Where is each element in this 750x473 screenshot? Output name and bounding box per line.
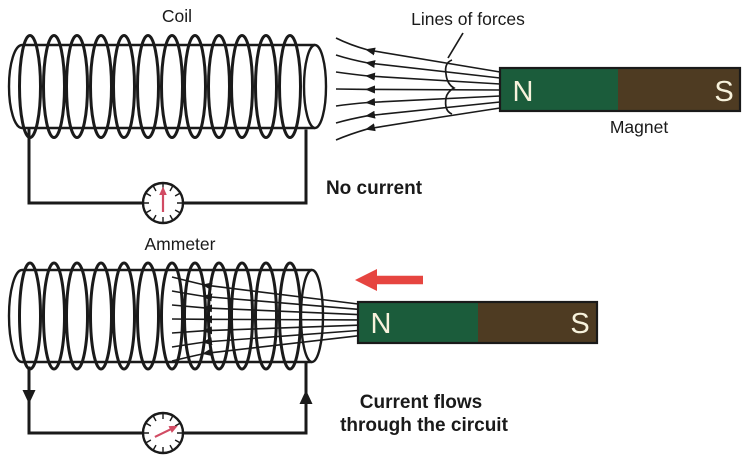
field-line bbox=[335, 101, 501, 124]
ammeter-gauge-icon bbox=[141, 181, 185, 225]
field-line bbox=[171, 276, 359, 305]
coil-turn bbox=[42, 34, 66, 139]
field-line bbox=[335, 37, 501, 73]
field-line bbox=[335, 95, 501, 107]
field-line bbox=[335, 54, 501, 79]
coil-turn bbox=[183, 34, 207, 139]
coil-turn bbox=[278, 261, 302, 371]
north-pole-label: N bbox=[513, 76, 534, 108]
bottom-panel: N S Current flows through the circuit bbox=[7, 261, 599, 455]
no-current-label: No current bbox=[326, 178, 423, 199]
magnet-outline bbox=[356, 300, 599, 345]
field-line bbox=[171, 304, 359, 316]
field-line bbox=[335, 85, 501, 94]
circuit-wire-right bbox=[181, 129, 308, 205]
magnet-motion-arrow-icon bbox=[355, 269, 423, 291]
south-pole bbox=[478, 302, 597, 343]
coil-turn bbox=[136, 34, 160, 139]
field-line bbox=[335, 107, 501, 141]
bottom-field-lines bbox=[171, 276, 359, 362]
field-line bbox=[335, 71, 501, 85]
north-pole bbox=[358, 302, 478, 343]
south-pole-label: S bbox=[570, 308, 589, 340]
coil-turn bbox=[183, 261, 207, 371]
top-field-lines bbox=[335, 32, 501, 141]
field-line bbox=[171, 329, 359, 348]
bottom-coil bbox=[7, 261, 325, 371]
lines-of-forces-label: Lines of forces bbox=[411, 9, 525, 29]
coil-turn bbox=[160, 261, 184, 371]
top-circuit bbox=[27, 127, 308, 225]
gauge-ticks bbox=[144, 414, 182, 452]
coil-turns bbox=[18, 261, 302, 371]
circuit-wire-left bbox=[27, 366, 145, 435]
coil-label: Coil bbox=[162, 6, 192, 26]
field-line bbox=[171, 290, 359, 311]
north-pole bbox=[500, 68, 618, 111]
gauge-needle-tip bbox=[159, 186, 167, 195]
coil-turn bbox=[42, 261, 66, 371]
gauge-needle-deflected bbox=[154, 425, 178, 438]
current-flows-label-line2: through the circuit bbox=[340, 415, 509, 436]
circuit-wire-right bbox=[181, 361, 308, 435]
bottom-magnet: N S bbox=[356, 300, 599, 345]
coil-turn bbox=[112, 261, 136, 371]
coil-turn bbox=[230, 34, 254, 139]
coil-turn bbox=[18, 261, 42, 371]
coil-turn bbox=[207, 34, 231, 139]
magnet-outline bbox=[498, 66, 742, 113]
ammeter-gauge-icon bbox=[141, 411, 185, 455]
coil-opening bbox=[299, 268, 325, 364]
ammeter-label: Ammeter bbox=[145, 234, 216, 254]
magnet-label: Magnet bbox=[610, 117, 669, 137]
coil-turn bbox=[112, 34, 136, 139]
field-line bbox=[171, 315, 359, 324]
coil-turn bbox=[65, 261, 89, 371]
field-lines-brace bbox=[444, 59, 456, 115]
coil-turn bbox=[230, 261, 254, 371]
current-arrow-down-icon bbox=[22, 390, 36, 404]
coil-opening bbox=[302, 43, 328, 130]
current-arrow-up-icon bbox=[299, 390, 313, 404]
coil-turn bbox=[89, 34, 113, 139]
circuit-wire-left bbox=[27, 127, 145, 205]
field-line bbox=[171, 335, 359, 362]
south-pole-label: S bbox=[714, 76, 733, 108]
coil-turns bbox=[18, 34, 302, 139]
south-pole bbox=[618, 68, 740, 111]
north-pole-label: N bbox=[371, 308, 392, 340]
coil-turn bbox=[136, 261, 160, 371]
coil-turn bbox=[160, 34, 184, 139]
gauge-needle bbox=[154, 428, 172, 438]
current-flows-label-line1: Current flows bbox=[360, 392, 482, 413]
top-coil bbox=[7, 34, 328, 139]
coil-turn bbox=[254, 261, 278, 371]
top-magnet: N S bbox=[498, 66, 742, 113]
top-panel: N S Coil Lines of forces Magnet No curre… bbox=[7, 6, 742, 254]
coil-turn bbox=[89, 261, 113, 371]
coil-turn bbox=[18, 34, 42, 139]
field-line bbox=[171, 324, 359, 335]
coil-turn bbox=[254, 34, 278, 139]
bottom-circuit bbox=[22, 361, 313, 455]
coil-turn bbox=[278, 34, 302, 139]
gauge-needle-tip bbox=[168, 425, 178, 433]
label-pointer-line bbox=[447, 32, 464, 59]
coil-turn bbox=[65, 34, 89, 139]
